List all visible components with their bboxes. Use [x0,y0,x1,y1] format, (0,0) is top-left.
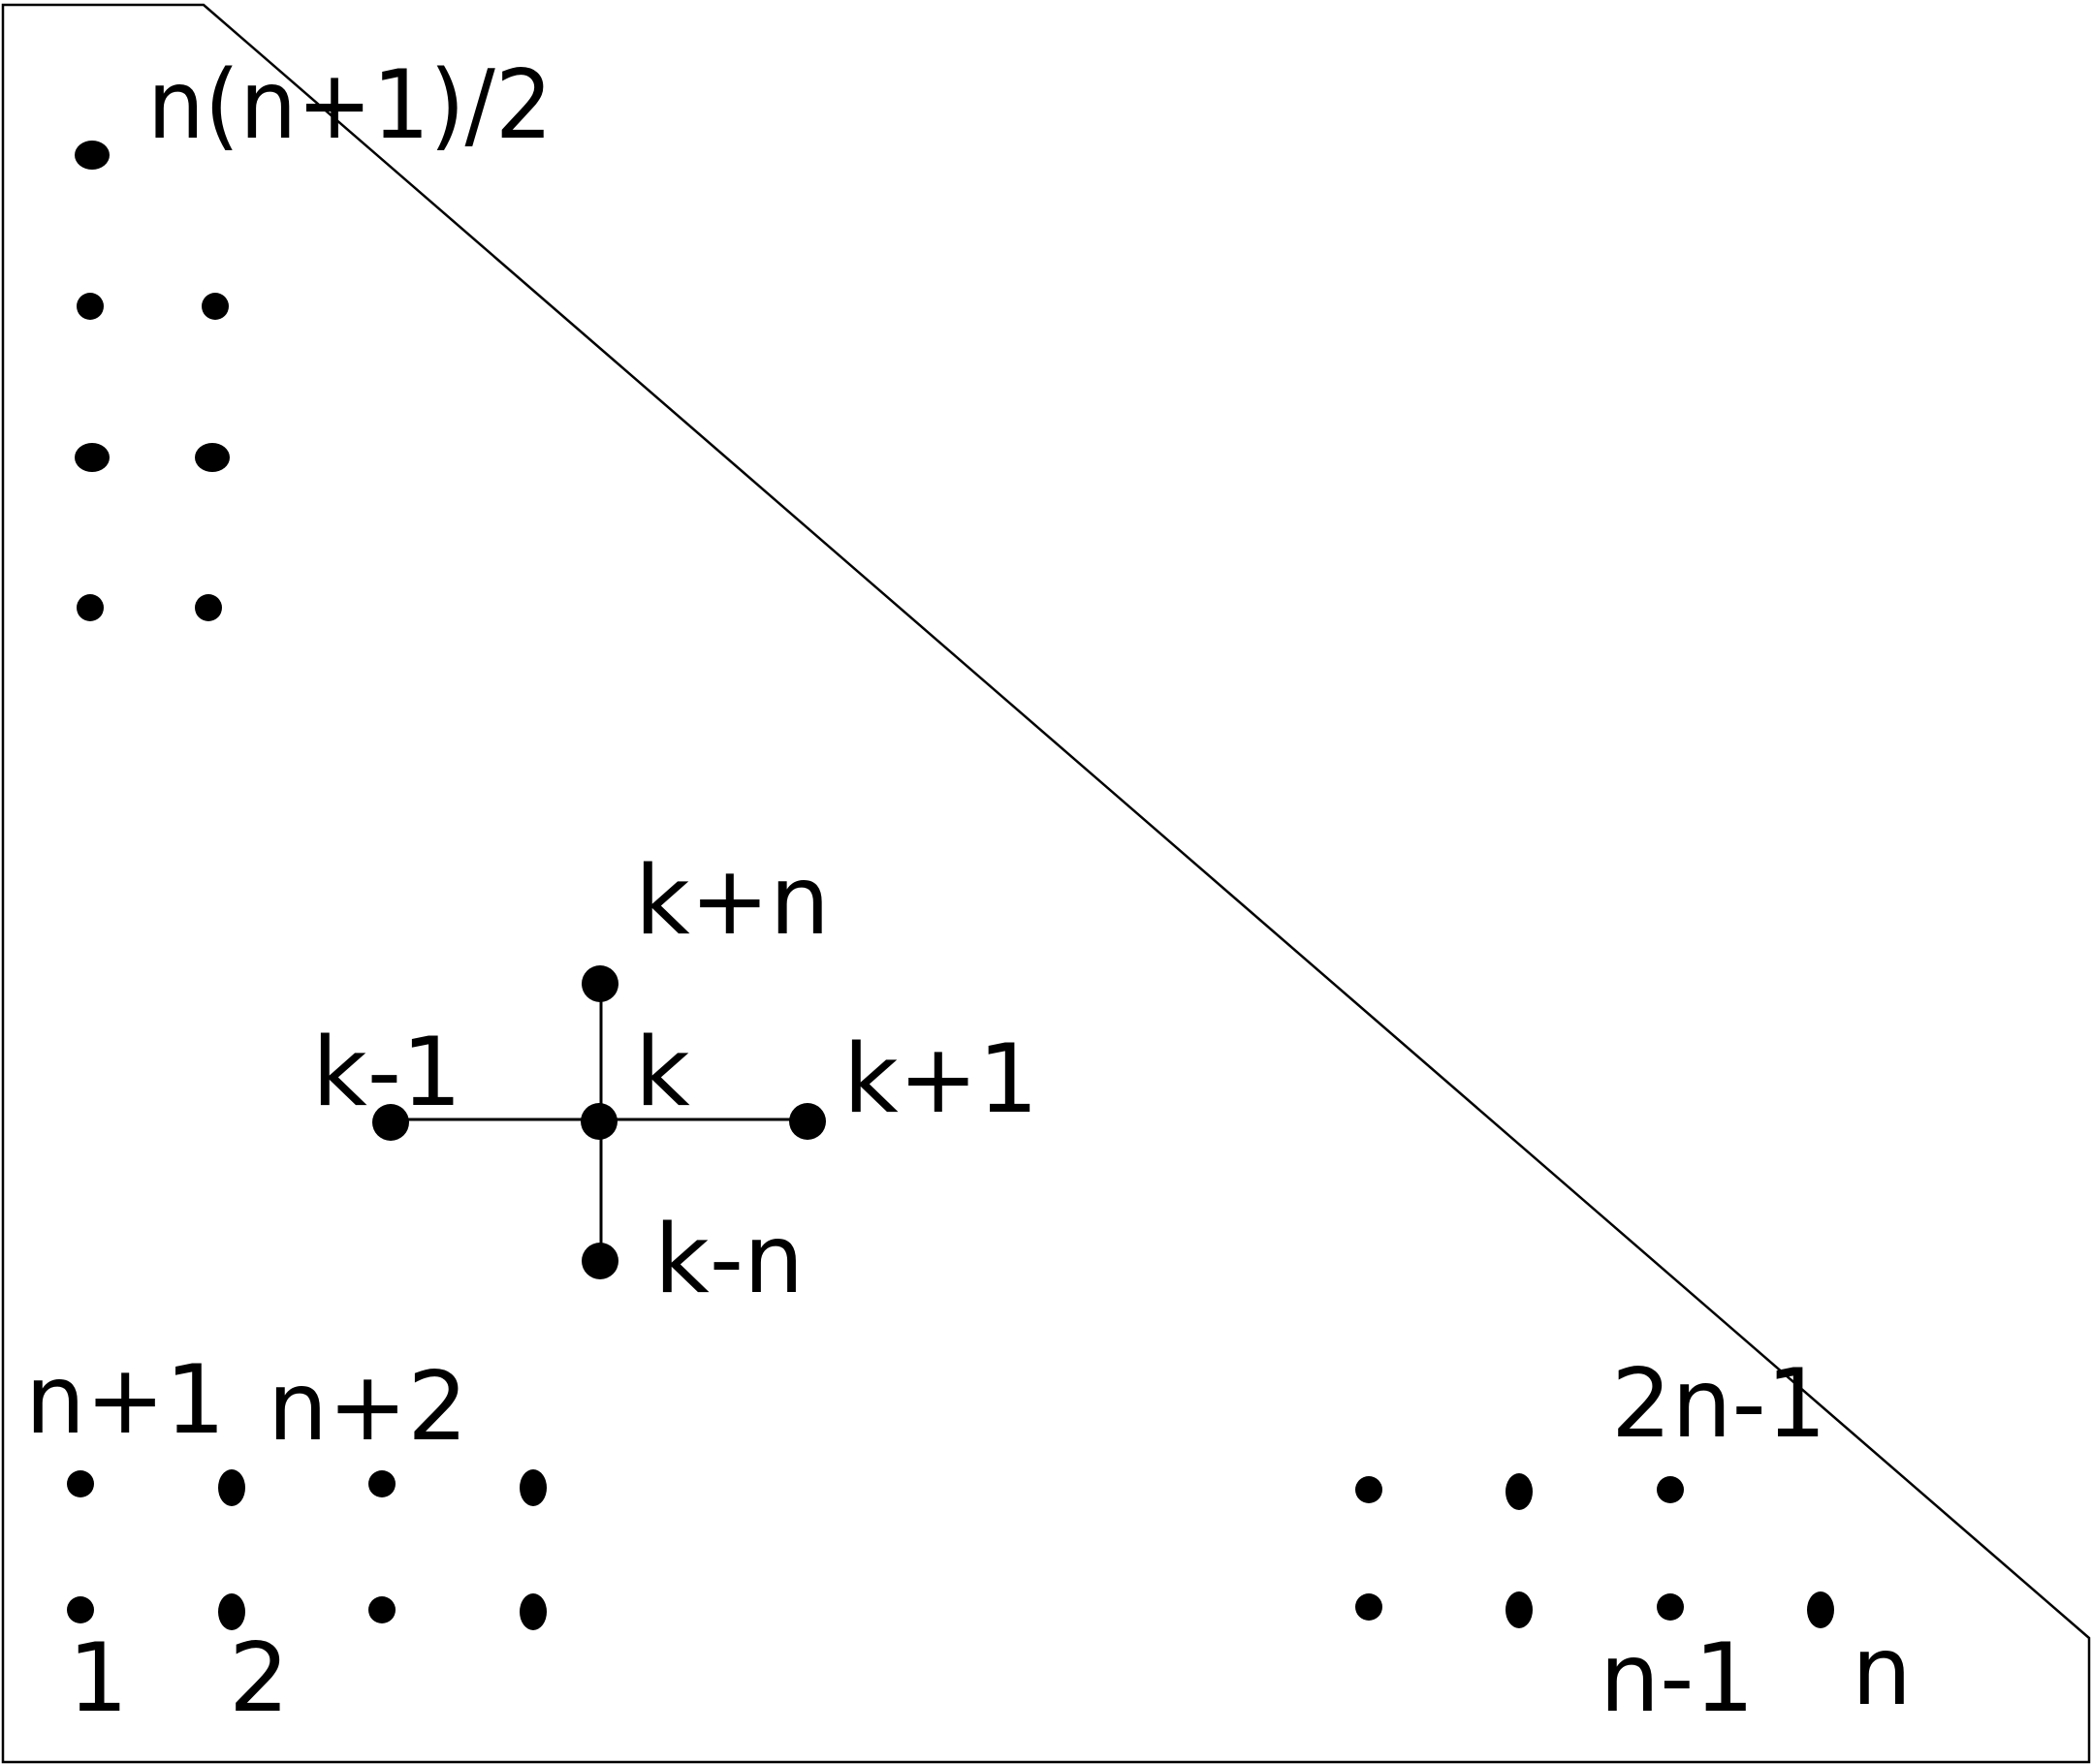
grid-node [1355,1476,1382,1503]
stencil [372,965,826,1279]
grid-node [75,141,110,170]
grid-node [1506,1591,1533,1628]
grid-node [67,1596,94,1623]
stencil-node-k-plus-n [582,965,618,1002]
label-2: 2 [229,1623,289,1734]
stencil-node-k-minus-n [582,1243,618,1279]
grid-node [195,594,222,621]
label-k-plus-n: k+n [635,846,830,957]
grid-node [368,1470,396,1497]
label-n-minus-1: n-1 [1600,1623,1755,1734]
grid-node [75,443,110,472]
grid-node [1355,1593,1382,1621]
grid-node [67,1470,94,1497]
domain-outline [1,3,2091,1764]
stencil-node-k-plus-1 [789,1103,826,1140]
bottom-right-nodes [1355,1473,1834,1628]
grid-node [1657,1476,1684,1503]
label-n-plus-1: n+1 [25,1345,226,1456]
grid-node [218,1593,245,1630]
grid-node [77,594,104,621]
label-k-minus-1: k-1 [312,1018,461,1128]
grid-node [520,1469,547,1506]
grid-node [77,293,104,320]
grid-node [218,1469,245,1506]
top-left-nodes [75,141,230,621]
grid-node [195,443,230,472]
grid-node [1657,1593,1684,1621]
grid-node [1506,1473,1533,1510]
stencil-node-k [581,1103,618,1140]
stencil-node-k-minus-1 [372,1104,409,1141]
label-k-plus-1: k+1 [843,1024,1038,1135]
label-n-plus-2: n+2 [268,1352,468,1463]
label-top-node: n(n+1)/2 [147,50,553,161]
grid-node [368,1596,396,1623]
grid-node [520,1593,547,1630]
bottom-left-nodes [67,1469,547,1630]
label-2n-minus-1: 2n-1 [1611,1349,1826,1460]
grid-node [1807,1591,1834,1628]
grid-node [202,293,229,320]
label-1: 1 [68,1623,128,1734]
label-k-minus-n: k-n [654,1205,804,1315]
label-k: k [635,1018,690,1128]
label-n: n [1852,1617,1912,1727]
